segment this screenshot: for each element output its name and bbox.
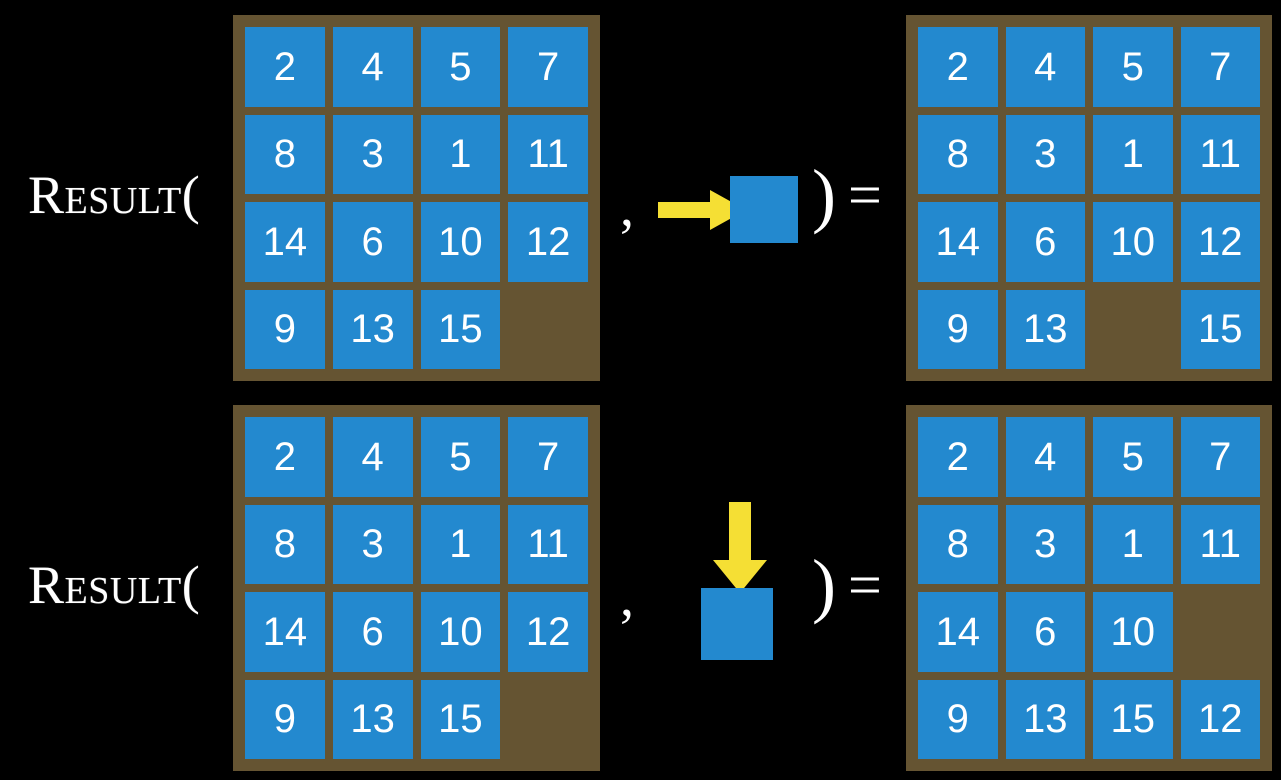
puzzle-tile[interactable]: 7 bbox=[1180, 417, 1260, 497]
result-function-label-row-2: Result( bbox=[28, 555, 201, 615]
puzzle-tile[interactable]: 5 bbox=[1093, 417, 1173, 497]
close-paren-row-2: ) bbox=[812, 545, 836, 625]
puzzle-tile[interactable]: 13 bbox=[332, 679, 413, 759]
puzzle-tile[interactable]: 6 bbox=[332, 202, 413, 282]
puzzle-tile[interactable]: 8 bbox=[245, 504, 325, 584]
puzzle-tile[interactable]: 9 bbox=[245, 289, 325, 369]
puzzle-tile[interactable]: 11 bbox=[508, 114, 588, 194]
puzzle-tile[interactable]: 10 bbox=[420, 202, 501, 282]
puzzle-tile[interactable]: 7 bbox=[1180, 27, 1260, 107]
puzzle-tile[interactable]: 12 bbox=[508, 202, 588, 282]
puzzle-tile[interactable]: 4 bbox=[332, 417, 413, 497]
puzzle-tile[interactable]: 10 bbox=[1093, 202, 1173, 282]
puzzle-tile[interactable]: 14 bbox=[245, 202, 325, 282]
puzzle-tile[interactable]: 1 bbox=[1093, 504, 1173, 584]
puzzle-tile[interactable]: 8 bbox=[918, 114, 998, 194]
puzzle-tile[interactable]: 10 bbox=[1093, 592, 1173, 672]
result-function-label-row-1: Result( bbox=[28, 165, 201, 225]
puzzle-tile[interactable]: 2 bbox=[245, 27, 325, 107]
puzzle-tile[interactable]: 4 bbox=[1005, 417, 1085, 497]
puzzle-tile[interactable]: 12 bbox=[1180, 202, 1260, 282]
puzzle-tile[interactable]: 14 bbox=[918, 592, 998, 672]
puzzle-tile[interactable]: 13 bbox=[1005, 679, 1085, 759]
puzzle-tile[interactable]: 12 bbox=[1180, 679, 1260, 759]
action-glyph-row-2 bbox=[650, 390, 870, 780]
puzzle-tile[interactable]: 11 bbox=[1180, 114, 1260, 194]
puzzle-tile[interactable]: 3 bbox=[1005, 504, 1085, 584]
puzzle-tile[interactable]: 10 bbox=[420, 592, 501, 672]
puzzle-tile[interactable]: 2 bbox=[918, 27, 998, 107]
puzzle-tile[interactable]: 5 bbox=[420, 417, 501, 497]
puzzle-tile[interactable]: 7 bbox=[508, 417, 588, 497]
puzzle-tile[interactable]: 4 bbox=[332, 27, 413, 107]
close-paren-row-1: ) bbox=[812, 155, 836, 235]
puzzle-tile[interactable]: 8 bbox=[245, 114, 325, 194]
puzzle-tile[interactable]: 6 bbox=[1005, 592, 1085, 672]
puzzle-tile[interactable]: 15 bbox=[1180, 289, 1260, 369]
puzzle-tile[interactable]: 6 bbox=[332, 592, 413, 672]
puzzle-tile[interactable]: 15 bbox=[1093, 679, 1173, 759]
blue-blank-tile-icon bbox=[730, 176, 798, 243]
puzzle-tile[interactable]: 9 bbox=[918, 679, 998, 759]
puzzle-tile[interactable]: 11 bbox=[508, 504, 588, 584]
blue-blank-tile-icon bbox=[701, 588, 773, 660]
puzzle-tile[interactable]: 3 bbox=[1005, 114, 1085, 194]
puzzle-tile[interactable]: 1 bbox=[1093, 114, 1173, 194]
puzzle-tile[interactable]: 15 bbox=[420, 679, 501, 759]
arrow-right-icon bbox=[658, 190, 748, 230]
comma-separator-row-1: , bbox=[620, 176, 634, 239]
puzzle-tile[interactable]: 3 bbox=[332, 114, 413, 194]
puzzle-tile[interactable]: 6 bbox=[1005, 202, 1085, 282]
puzzle-tile[interactable]: 3 bbox=[332, 504, 413, 584]
arrow-down-icon bbox=[713, 502, 767, 594]
puzzle-tile[interactable]: 9 bbox=[918, 289, 998, 369]
puzzle-tile[interactable]: 15 bbox=[420, 289, 501, 369]
puzzle-tile[interactable]: 7 bbox=[508, 27, 588, 107]
comma-separator-row-2: , bbox=[620, 566, 634, 629]
puzzle-tile[interactable]: 13 bbox=[332, 289, 413, 369]
puzzle-tile[interactable]: 5 bbox=[1093, 27, 1173, 107]
puzzle-tile[interactable]: 2 bbox=[918, 417, 998, 497]
action-glyph-row-1 bbox=[650, 0, 870, 390]
puzzle-tile[interactable]: 5 bbox=[420, 27, 501, 107]
puzzle-tile[interactable]: 1 bbox=[420, 504, 501, 584]
puzzle-blank-cell bbox=[1093, 290, 1173, 370]
puzzle-tile[interactable]: 12 bbox=[508, 592, 588, 672]
puzzle-tile[interactable]: 14 bbox=[245, 592, 325, 672]
puzzle-blank-cell bbox=[508, 680, 588, 760]
equals-sign-row-1: = bbox=[848, 162, 882, 228]
puzzle-blank-cell bbox=[1181, 592, 1261, 672]
puzzle-tile[interactable]: 9 bbox=[245, 679, 325, 759]
puzzle-tile[interactable]: 2 bbox=[245, 417, 325, 497]
puzzle-tile[interactable]: 8 bbox=[918, 504, 998, 584]
puzzle-blank-cell bbox=[508, 290, 588, 370]
puzzle-tile[interactable]: 11 bbox=[1180, 504, 1260, 584]
puzzle-tile[interactable]: 4 bbox=[1005, 27, 1085, 107]
puzzle-tile[interactable]: 13 bbox=[1005, 289, 1085, 369]
equals-sign-row-2: = bbox=[848, 552, 882, 618]
puzzle-tile[interactable]: 14 bbox=[918, 202, 998, 282]
puzzle-tile[interactable]: 1 bbox=[420, 114, 501, 194]
